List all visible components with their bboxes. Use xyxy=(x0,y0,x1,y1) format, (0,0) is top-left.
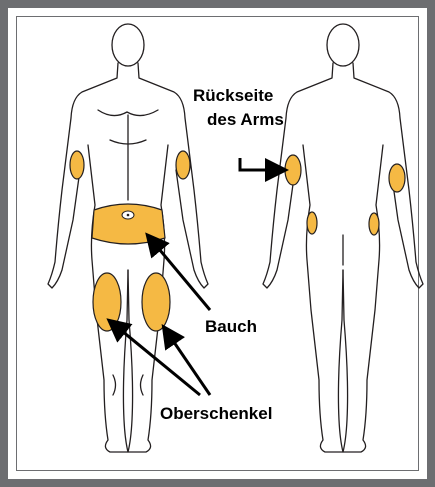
back-right-hip-site xyxy=(369,213,379,235)
left-thigh-site xyxy=(93,273,121,331)
back-right-arm-site xyxy=(389,164,405,192)
right-thigh-site xyxy=(142,273,170,331)
abdomen-site xyxy=(92,204,165,244)
back-arm-label-line1: Rückseite xyxy=(193,86,273,106)
back-left-arm-site xyxy=(285,155,301,185)
thigh-label: Oberschenkel xyxy=(160,404,272,424)
back-arm-arrow xyxy=(240,158,283,170)
front-right-arm-site xyxy=(176,151,190,179)
abdomen-label: Bauch xyxy=(205,317,257,337)
back-body-figure xyxy=(263,24,423,452)
back-arm-label-line2: des Arms xyxy=(207,110,284,130)
front-left-arm-site xyxy=(70,151,84,179)
back-left-hip-site xyxy=(307,212,317,234)
